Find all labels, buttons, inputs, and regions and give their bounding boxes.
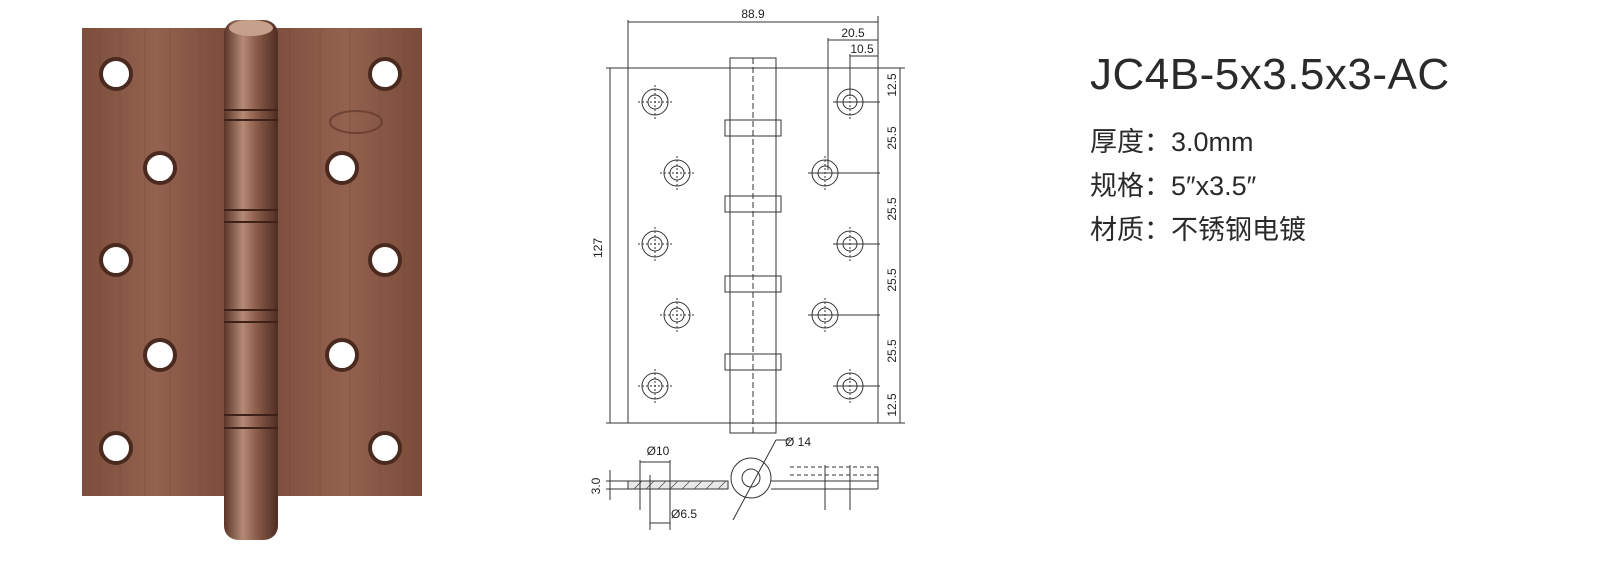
dim-knuckle-dia: Ø 14: [785, 435, 811, 449]
spec-row-material: 材质：不锈钢电镀: [1090, 208, 1590, 252]
technical-drawing-svg: 88.9 20.5 10.5 127 12.5 25.5 25.5 25.5 2…: [589, 7, 905, 530]
dim-edge-bottom: 12.5: [885, 393, 899, 417]
knuckle-rings: [224, 109, 278, 429]
spec-value: 3.0mm: [1171, 127, 1254, 157]
model-number: JC4B-5x3.5x3-AC: [1090, 50, 1450, 99]
spec-label: 厚度: [1090, 127, 1144, 157]
dim-pitch-4: 25.5: [885, 339, 899, 363]
pitch-dimension-lines: [878, 67, 905, 424]
dim-pitch-2: 25.5: [885, 197, 899, 221]
spec-label: 规格: [1090, 171, 1144, 201]
spec-row-size: 规格：5″x3.5″: [1090, 164, 1590, 208]
spec-value: 5″x3.5″: [1171, 171, 1257, 201]
drawing-holes: [638, 85, 880, 403]
dim-pitch-3: 25.5: [885, 268, 899, 292]
brushed-texture: [99, 28, 406, 496]
spec-separator: ：: [1144, 171, 1171, 201]
top-dimension-lines: [627, 16, 879, 170]
height-dimension-lines: [606, 67, 628, 424]
dim-thickness: 3.0: [589, 477, 603, 494]
stamp-logo: [329, 110, 383, 134]
spec-panel: JC4B-5x3.5x3-AC 厚度：3.0mm 规格：5″x3.5″ 材质：不…: [1090, 50, 1590, 252]
section-view: [606, 439, 879, 530]
spec-label: 材质: [1090, 215, 1144, 245]
technical-drawing: 88.9 20.5 10.5 127 12.5 25.5 25.5 25.5 2…: [570, 0, 990, 583]
knuckle-cap: [229, 20, 273, 36]
dim-pitch-1: 25.5: [885, 126, 899, 150]
spec-value: 不锈钢电镀: [1171, 215, 1306, 245]
dim-width: 88.9: [741, 7, 765, 21]
dim-knuckle-offset: 20.5: [841, 26, 865, 40]
left-holes: [99, 57, 177, 465]
hinge-knuckle: [224, 20, 278, 540]
spec-separator: ：: [1144, 127, 1171, 157]
right-holes: [325, 57, 402, 465]
dim-countersink: Ø10: [647, 444, 670, 458]
dim-hole-dia: Ø6.5: [671, 507, 697, 521]
hinge-photo: [60, 10, 460, 570]
hinge-photo-svg: [82, 20, 422, 540]
dim-hole-offset: 10.5: [850, 42, 874, 56]
spec-row-thickness: 厚度：3.0mm: [1090, 120, 1590, 164]
dim-height: 127: [591, 238, 605, 258]
spec-separator: ：: [1144, 215, 1171, 245]
dim-edge-top: 12.5: [885, 73, 899, 97]
